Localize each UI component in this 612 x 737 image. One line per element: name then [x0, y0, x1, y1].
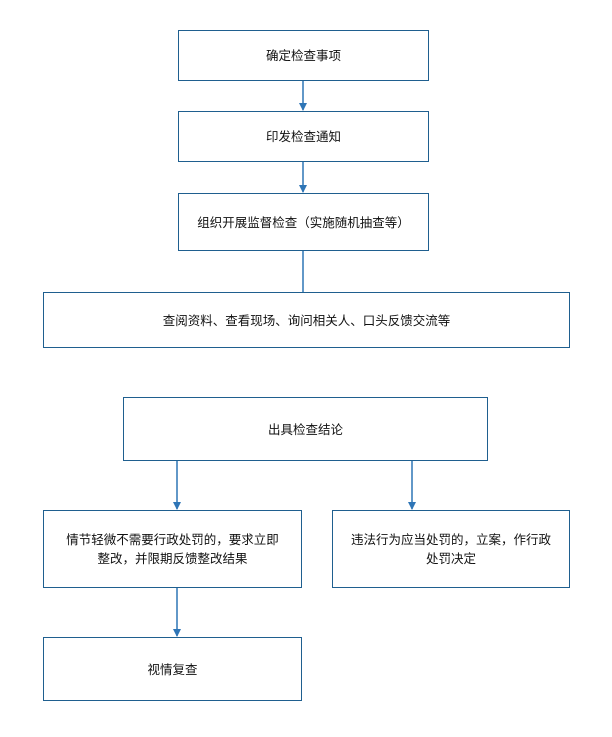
- branch-violation-penalty: 违法行为应当处罚的，立案，作行政处罚决定: [332, 510, 570, 588]
- step-organize-inspection-label: 组织开展监督检查（实施随机抽查等）: [197, 214, 410, 230]
- step-issue-conclusion: 出具检查结论: [123, 397, 488, 461]
- step-issue-conclusion-label: 出具检查结论: [267, 421, 343, 437]
- branch-minor-rectification: 情节轻微不需要行政处罚的，要求立即整改，并限期反馈整改结果: [43, 510, 302, 588]
- step-confirm-items-label: 确定检查事项: [265, 48, 341, 63]
- branch-minor-rectification-label: 情节轻微不需要行政处罚的，要求立即整改，并限期反馈整改结果: [66, 532, 279, 566]
- branch-violation-penalty-label: 违法行为应当处罚的，立案，作行政处罚决定: [350, 532, 551, 566]
- step-issue-notice: 印发检查通知: [178, 111, 429, 162]
- step-organize-inspection: 组织开展监督检查（实施随机抽查等）: [178, 193, 429, 251]
- step-inspection-methods-label: 查阅资料、查看现场、询问相关人、口头反馈交流等: [162, 312, 451, 328]
- step-confirm-items: 确定检查事项: [178, 30, 429, 81]
- step-review: 视情复查: [43, 637, 302, 701]
- step-inspection-methods: 查阅资料、查看现场、询问相关人、口头反馈交流等: [43, 292, 570, 348]
- step-review-label: 视情复查: [147, 661, 198, 677]
- step-issue-notice-label: 印发检查通知: [265, 129, 341, 144]
